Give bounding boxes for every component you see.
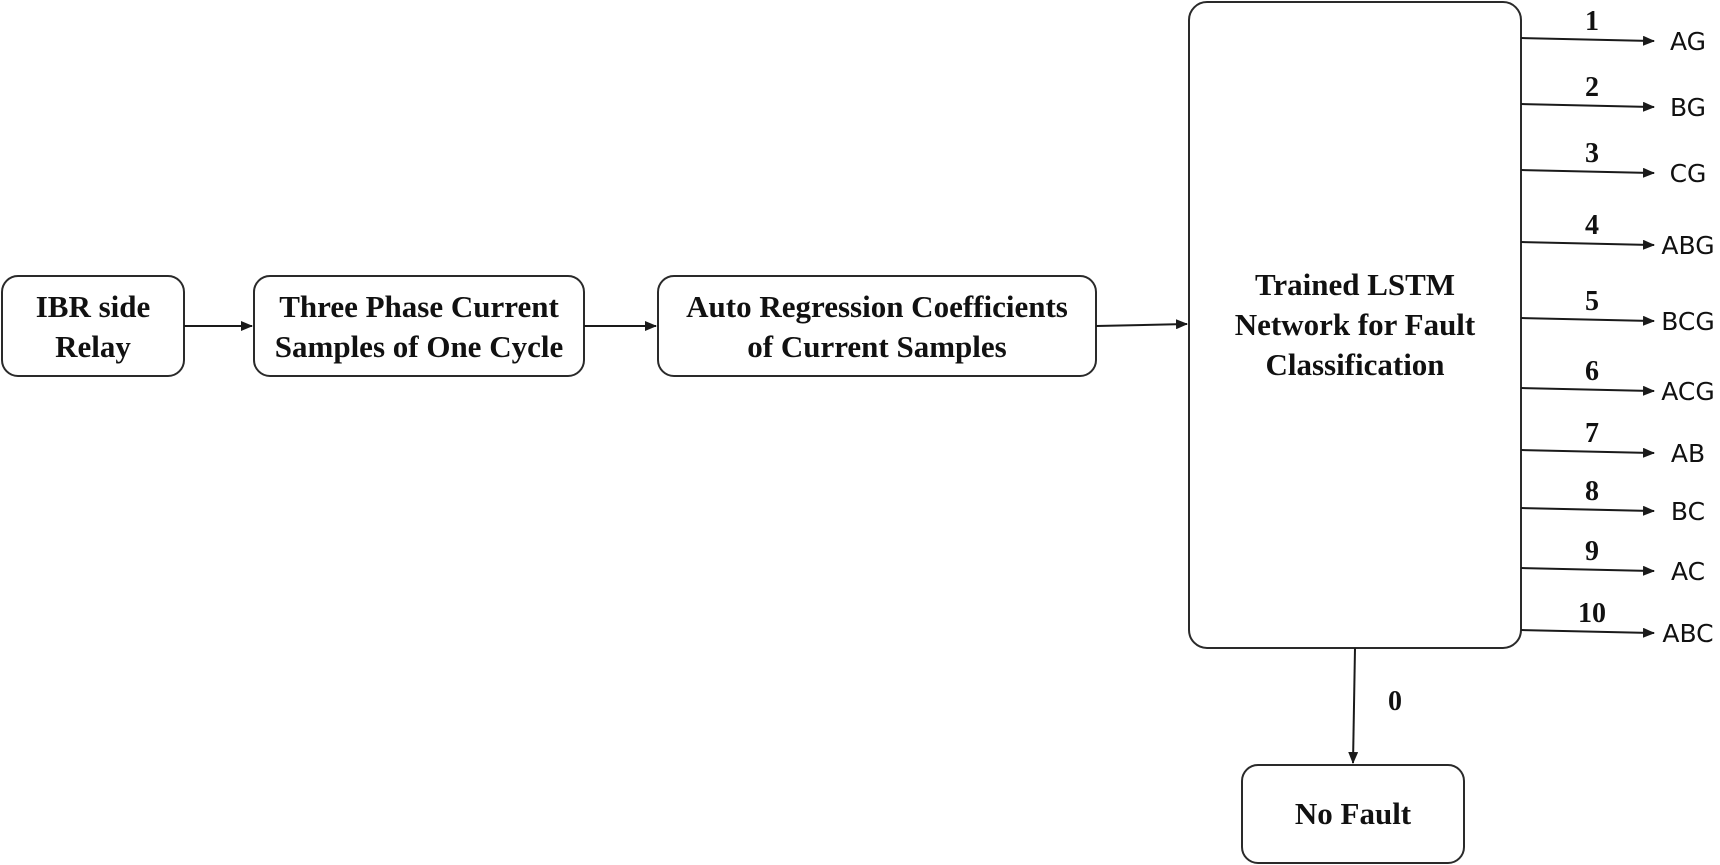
- output-number: 5: [1585, 286, 1599, 317]
- lstm-label-line-1: Trained LSTM: [1255, 267, 1455, 302]
- output-number: 8: [1585, 476, 1599, 507]
- output-label: ABC: [1662, 619, 1713, 648]
- lstm-network-box: Trained LSTM Network for Fault Classific…: [1188, 1, 1522, 649]
- output-label: ABG: [1661, 231, 1714, 260]
- current-samples-label-line-2: Samples of One Cycle: [275, 329, 563, 364]
- no-fault-label: No Fault: [1295, 796, 1412, 831]
- output-number: 4: [1585, 210, 1599, 241]
- output-class-ag: 1AG: [1520, 6, 1706, 56]
- relay-label-line-2: Relay: [55, 329, 131, 364]
- output-label: AC: [1671, 557, 1705, 586]
- output-label: BCG: [1661, 307, 1715, 336]
- output-label: ACG: [1661, 377, 1715, 406]
- output-edge-10: [1520, 627, 1655, 638]
- output-edge-5: [1520, 315, 1655, 326]
- output-edge-1: [1520, 35, 1655, 46]
- current-samples-label-line-1: Three Phase Current: [279, 289, 559, 324]
- output-edge-4: [1520, 239, 1655, 250]
- output-class-bg: 2BG: [1520, 72, 1706, 122]
- output-class-ac: 9AC: [1520, 536, 1705, 586]
- output-label: BG: [1670, 93, 1706, 122]
- output-edge-3: [1520, 167, 1655, 178]
- edge-ar-to-lstm: [1095, 319, 1188, 330]
- current-samples-box: Three Phase Current Samples of One Cycle: [253, 275, 585, 377]
- lstm-label-line-2: Network for Fault: [1235, 307, 1476, 342]
- output-class-cg: 3CG: [1520, 138, 1707, 188]
- no-fault-box: No Fault: [1241, 764, 1465, 864]
- output-label: CG: [1670, 159, 1707, 188]
- output-class-bc: 8BC: [1520, 476, 1705, 526]
- output-edge-7: [1520, 447, 1655, 458]
- output-label: AG: [1670, 27, 1706, 56]
- output-number: 10: [1578, 598, 1606, 629]
- output-edge-8: [1520, 505, 1655, 516]
- no-fault-edge-number: 0: [1388, 686, 1402, 717]
- output-number: 3: [1585, 138, 1599, 169]
- edge-lstm-to-no-fault: [1348, 647, 1359, 764]
- lstm-label-line-3: Classification: [1265, 347, 1444, 382]
- output-number: 1: [1585, 6, 1599, 37]
- output-number: 9: [1585, 536, 1599, 567]
- output-class-ab: 7AB: [1520, 418, 1705, 468]
- output-number: 6: [1585, 356, 1599, 387]
- output-number: 7: [1585, 418, 1599, 449]
- output-edge-9: [1520, 565, 1655, 576]
- output-label: BC: [1671, 497, 1705, 526]
- auto-regression-box: Auto Regression Coefficients of Current …: [657, 275, 1097, 377]
- relay-label-line-1: IBR side: [36, 289, 151, 324]
- relay-box: IBR side Relay: [1, 275, 185, 377]
- output-label: AB: [1671, 439, 1705, 468]
- auto-regression-label-line-2: of Current Samples: [747, 329, 1006, 364]
- output-number: 2: [1585, 72, 1599, 103]
- output-edge-6: [1520, 385, 1655, 396]
- auto-regression-label-line-1: Auto Regression Coefficients: [686, 289, 1068, 324]
- output-edge-2: [1520, 101, 1655, 112]
